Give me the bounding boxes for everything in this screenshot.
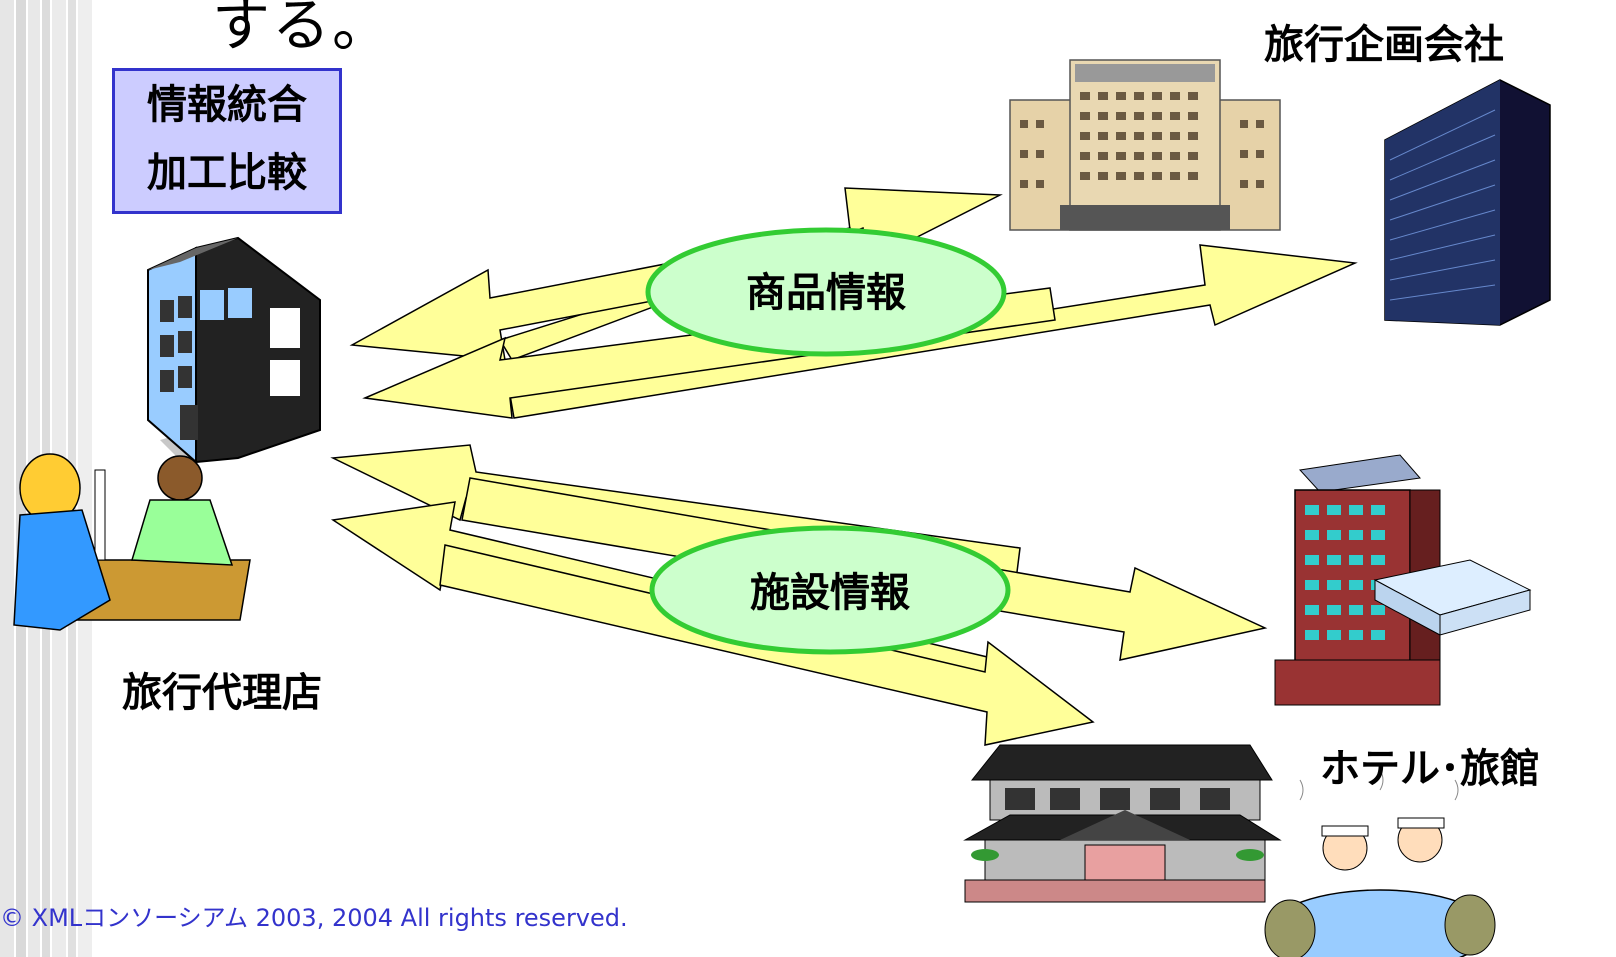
info-box-line1: 情報統合: [147, 82, 307, 128]
onsen-bathers-illustration: [1264, 769, 1496, 957]
travel-agency-label: 旅行代理店: [122, 670, 322, 716]
info-box-line2: 加工比較: [147, 150, 307, 196]
copyright-footer: © XMLコンソーシアム 2003, 2004 All rights reser…: [0, 904, 628, 932]
product-info-ellipse: 商品情報: [645, 227, 1007, 357]
info-integration-box: 情報統合 加工比較: [112, 68, 342, 214]
agency-building-icon: [147, 236, 321, 465]
travel-planner-label: 旅行企画会社: [1264, 22, 1504, 68]
product-info-label: 商品情報: [746, 270, 906, 316]
hotel-ryokan-label: ホテル･旅館: [1320, 746, 1540, 792]
planner-building-icon: [1009, 59, 1281, 231]
facility-info-label: 施設情報: [750, 570, 910, 616]
hotel-icon: [1274, 454, 1532, 706]
facility-info-ellipse: 施設情報: [649, 525, 1011, 655]
agency-staff-illustration: [13, 453, 251, 631]
ryokan-icon: [963, 744, 1282, 903]
slide-top-text: する。: [212, 0, 393, 59]
planner-tower-icon: [1384, 79, 1551, 326]
